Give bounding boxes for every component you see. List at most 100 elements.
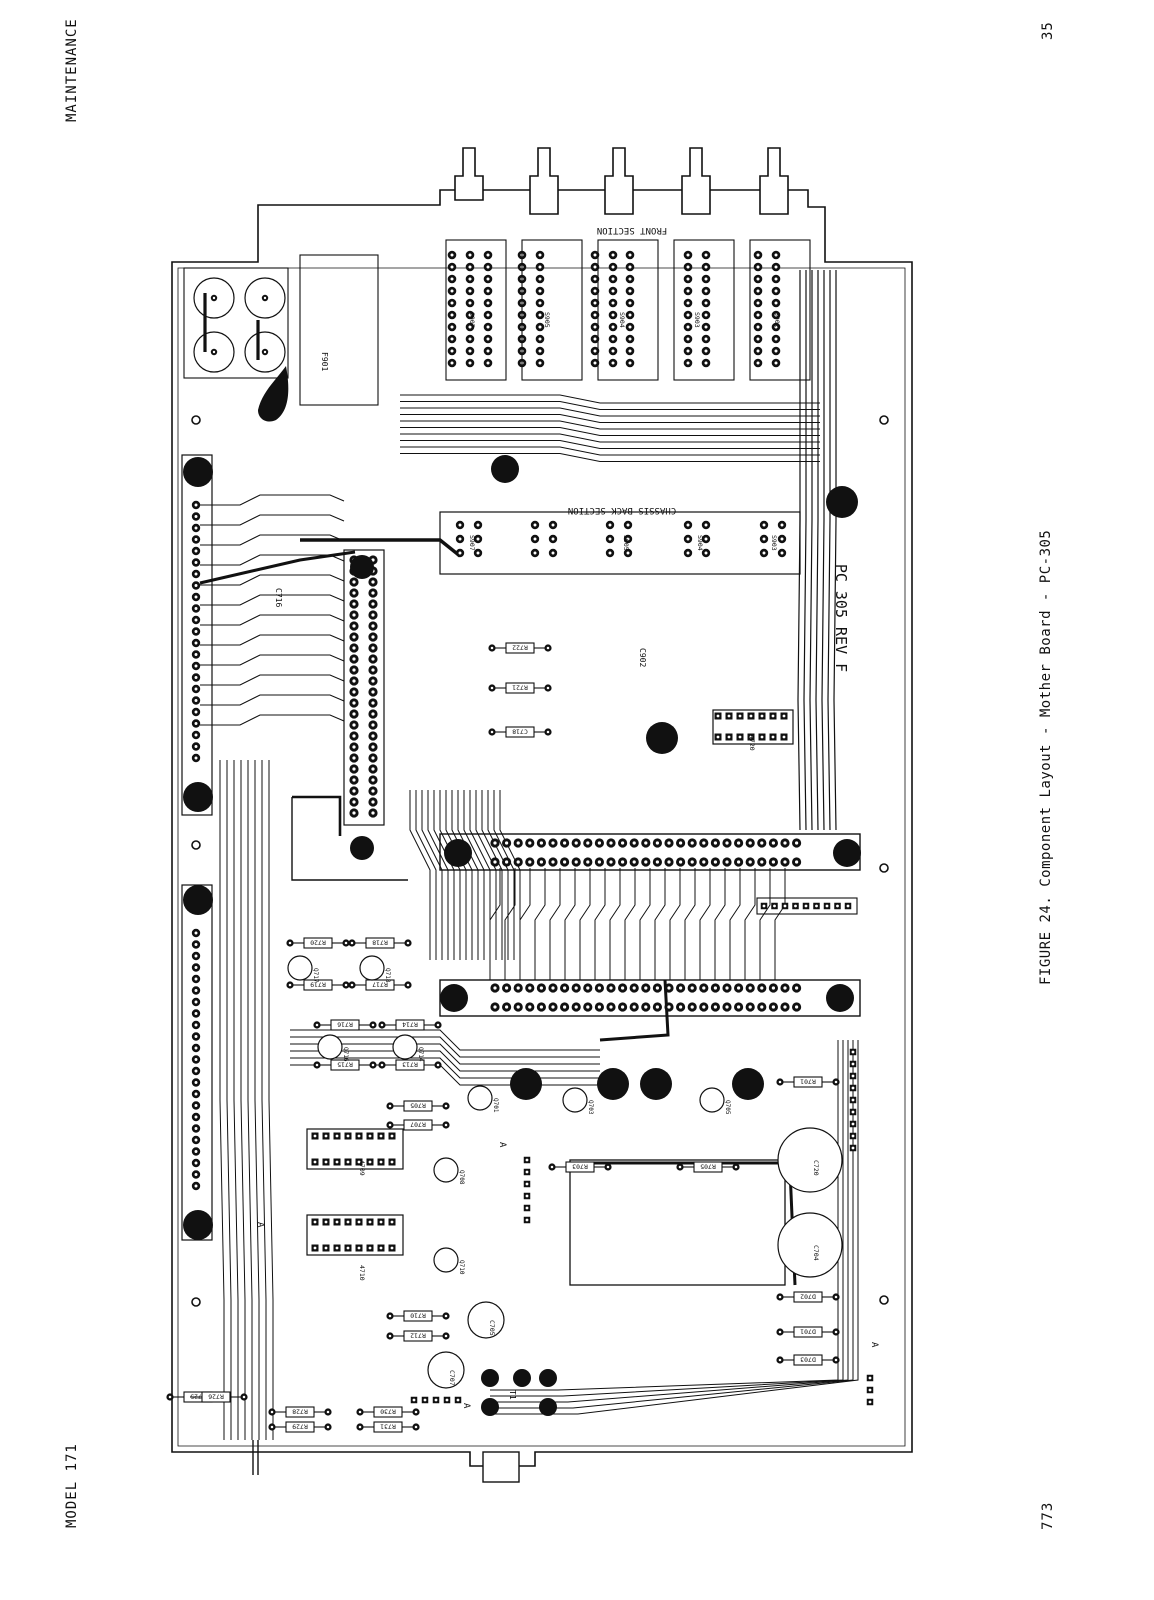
pad-hole xyxy=(628,349,632,353)
resistor-label: R707 xyxy=(410,1121,426,1129)
resistor-label: R721 xyxy=(512,684,528,692)
pad-hole xyxy=(546,686,550,690)
capacitor-label: C720 xyxy=(812,1160,820,1176)
resistor-label: R728 xyxy=(292,1408,308,1416)
pad-hole xyxy=(368,1246,372,1250)
pad-hole xyxy=(194,572,198,576)
pad-hole xyxy=(270,1410,274,1414)
resistor-label: R703 xyxy=(572,1163,588,1171)
capacitor-label: C707 xyxy=(448,1370,456,1386)
transistor-label: Q718 xyxy=(384,968,391,983)
pad-hole xyxy=(324,1160,328,1164)
pad-hole xyxy=(468,301,472,305)
pad-hole xyxy=(626,551,630,555)
resistor-r716: R716 xyxy=(319,1019,371,1031)
trace xyxy=(200,554,345,566)
pad-hole xyxy=(774,277,778,281)
trace xyxy=(400,407,820,417)
outline xyxy=(183,267,289,379)
pad-hole xyxy=(450,277,454,281)
pad-hole xyxy=(749,735,753,739)
pad-hole xyxy=(748,860,752,864)
pad-hole xyxy=(825,904,829,908)
pad-hole xyxy=(593,289,597,293)
pad-hole xyxy=(632,841,636,845)
mounting-hole xyxy=(183,885,213,915)
resistor-label: R719 xyxy=(310,981,326,989)
trace xyxy=(759,868,771,980)
pad-hole xyxy=(450,313,454,317)
pad-hole xyxy=(538,349,542,353)
pad-hole xyxy=(546,646,550,650)
c716-label: C716 xyxy=(274,588,283,607)
trace xyxy=(579,868,591,980)
resistor-label: R710 xyxy=(410,1312,426,1320)
pad-hole xyxy=(194,745,198,748)
pad-hole xyxy=(352,624,356,628)
pad-hole xyxy=(516,860,520,864)
pad-hole xyxy=(782,735,786,739)
pad-hole xyxy=(194,630,198,633)
pad-hole xyxy=(352,745,356,749)
pad-hole xyxy=(774,265,778,269)
pad-hole xyxy=(371,778,375,782)
trace xyxy=(200,514,345,526)
resistor-r707: R707 xyxy=(392,1119,444,1131)
pad-hole xyxy=(851,1146,855,1150)
pad-hole xyxy=(371,745,375,749)
pad-hole xyxy=(412,1398,416,1402)
trace xyxy=(534,868,546,980)
pad-hole xyxy=(686,277,690,281)
pad-hole xyxy=(611,265,615,269)
pad-hole xyxy=(608,537,612,541)
pad-hole xyxy=(444,1314,448,1318)
resistor-r713: R713 xyxy=(384,1059,436,1071)
pad-hole xyxy=(562,860,567,864)
transistor-outline xyxy=(433,1247,459,1273)
pad-hole xyxy=(686,265,690,269)
pad-hole xyxy=(352,580,356,584)
trace xyxy=(699,868,711,980)
trace xyxy=(421,790,443,960)
pad-hole xyxy=(194,641,198,645)
trace xyxy=(200,634,345,646)
pad-hole xyxy=(358,1410,362,1414)
pad-hole xyxy=(562,841,567,845)
switch-label: S904 xyxy=(696,535,704,551)
trace xyxy=(290,1043,600,1065)
pad-hole xyxy=(780,551,784,555)
trace xyxy=(439,790,461,960)
pad-hole xyxy=(655,841,660,845)
capacitor-label: C704 xyxy=(812,1245,820,1261)
pad-hole xyxy=(194,722,198,725)
test-point-a-label: A xyxy=(497,1142,507,1148)
pad-hole xyxy=(346,1160,350,1164)
pad-hole xyxy=(352,800,356,804)
ic-label: 4709 xyxy=(358,1160,366,1176)
pad-hole xyxy=(678,1005,683,1009)
pad-hole xyxy=(851,1110,855,1114)
pad-hole xyxy=(686,301,690,305)
pad-hole xyxy=(371,646,375,650)
fuse-label: F901 xyxy=(320,352,329,371)
pad-hole xyxy=(444,1334,448,1338)
pad-hole xyxy=(194,943,198,946)
front-connector-tabs xyxy=(454,147,789,215)
pad-hole xyxy=(352,635,356,639)
pad-hole xyxy=(593,325,597,329)
pad-hole xyxy=(533,537,537,541)
pad-hole xyxy=(371,668,375,672)
trace xyxy=(200,714,345,726)
pad-hole xyxy=(194,1035,198,1038)
trace xyxy=(233,760,239,1440)
pad-hole xyxy=(194,607,198,610)
trace xyxy=(445,790,467,960)
pad-hole xyxy=(194,1058,198,1061)
pad-hole xyxy=(194,931,198,935)
mounting-holes xyxy=(183,366,861,1240)
pad-hole xyxy=(727,714,731,718)
pad-hole xyxy=(667,986,671,990)
pad-hole xyxy=(352,778,356,782)
trace xyxy=(457,790,479,960)
pad-hole xyxy=(762,904,766,908)
